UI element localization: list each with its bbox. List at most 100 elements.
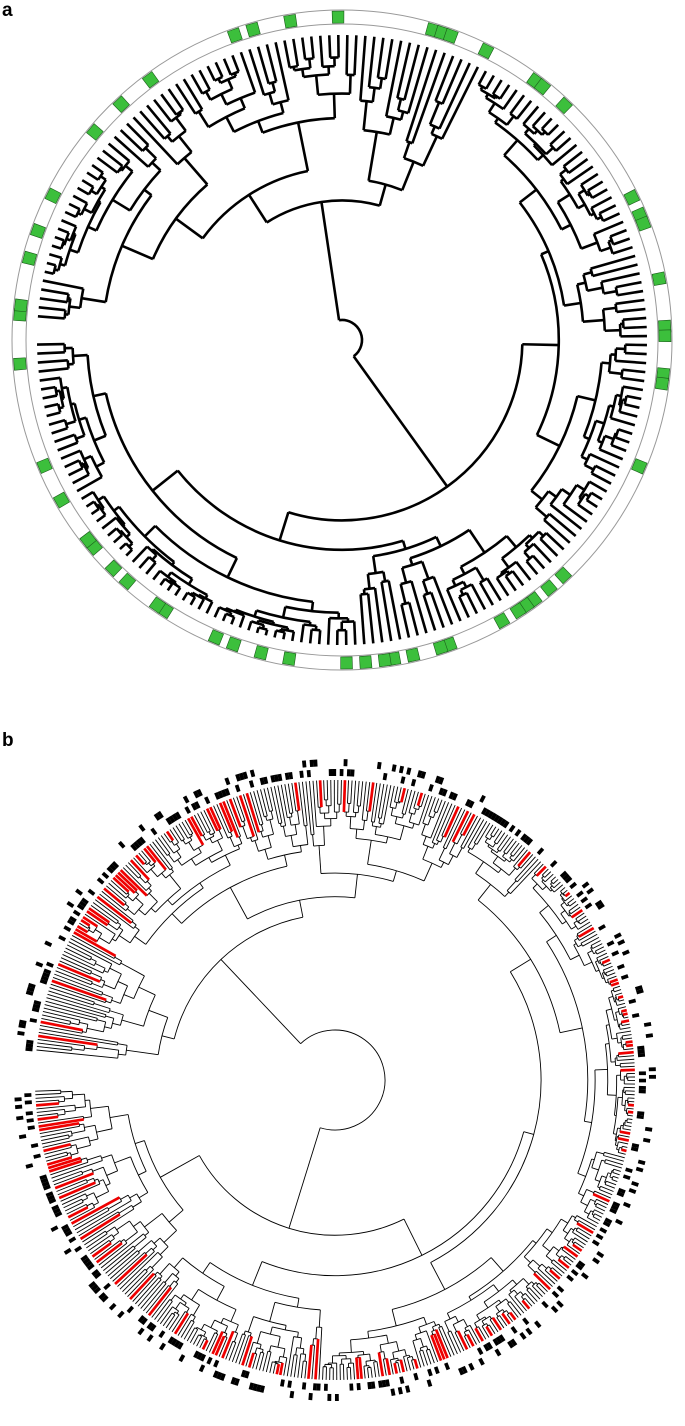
- branch-arc: [444, 1315, 456, 1322]
- branch-arc: [573, 922, 579, 930]
- leaf-marker: [520, 833, 528, 842]
- leaf-marker: [248, 1382, 255, 1391]
- leaf-marker: [90, 1283, 99, 1292]
- branch: [294, 824, 298, 835]
- branch: [170, 1294, 176, 1301]
- branch-arc: [110, 997, 114, 1004]
- leaf-branch: [125, 548, 134, 557]
- leaf-marker: [242, 771, 249, 780]
- leaf-branch: [553, 1259, 567, 1271]
- branch: [438, 1324, 441, 1328]
- leaf-marker: [207, 629, 224, 646]
- leaf-branch: [189, 596, 197, 606]
- leaf-branch: [574, 1237, 586, 1246]
- branch: [587, 950, 593, 954]
- branch: [300, 845, 302, 852]
- leaf-branch: [72, 473, 90, 485]
- leaf-branch: [37, 351, 65, 355]
- branch-arc: [287, 816, 293, 819]
- leaf-branch: [113, 135, 150, 168]
- branch-arc: [300, 1029, 386, 1131]
- branch: [138, 1170, 147, 1176]
- branch: [69, 305, 81, 310]
- branch: [106, 1226, 115, 1233]
- branch-arc: [78, 450, 90, 469]
- branch-arc: [201, 88, 211, 95]
- branch: [175, 1278, 180, 1283]
- leaf-branch: [614, 989, 622, 993]
- branch-arc: [419, 1349, 423, 1352]
- leaf-branch: [199, 1338, 205, 1348]
- leaf-branch: [236, 796, 246, 821]
- leaf-marker: [17, 1030, 25, 1036]
- leaf-marker: [658, 329, 672, 342]
- leaf-branch: [408, 790, 416, 813]
- leaf-marker: [493, 814, 501, 823]
- leaf-marker: [556, 1300, 564, 1308]
- branch-arc: [133, 975, 145, 999]
- branch-arc: [56, 403, 62, 413]
- branch-arc: [365, 1359, 376, 1362]
- leaf-branch: [141, 850, 151, 862]
- leaf-marker: [235, 773, 241, 782]
- leaf-branch: [64, 1201, 84, 1212]
- branch: [226, 78, 234, 90]
- leaf-branch: [481, 1325, 490, 1338]
- branch: [522, 1278, 530, 1285]
- branch: [247, 194, 268, 224]
- branch: [586, 1189, 595, 1194]
- leaf-branch: [567, 898, 575, 904]
- leaf-branch: [208, 1333, 219, 1353]
- leaf-branch: [55, 970, 92, 986]
- branch: [310, 601, 315, 612]
- leaf-branch: [410, 580, 428, 634]
- leaf-branch: [163, 833, 171, 843]
- leaf-marker: [159, 1342, 167, 1351]
- leaf-marker: [230, 1376, 237, 1385]
- branch: [192, 1316, 196, 1322]
- leaf-branch: [283, 1357, 288, 1376]
- branch: [531, 874, 536, 879]
- leaf-branch: [420, 793, 426, 807]
- leaf-branch: [419, 1351, 425, 1367]
- branch-arc: [274, 1360, 283, 1364]
- branch-arc: [278, 822, 283, 825]
- branch-arc: [139, 1221, 150, 1233]
- leaf-branch: [119, 869, 148, 897]
- leaf-branch: [53, 1173, 83, 1186]
- leaf-marker: [88, 1280, 97, 1289]
- leaf-branch: [60, 449, 81, 460]
- branch: [93, 1202, 99, 1206]
- leaf-branch: [228, 1342, 237, 1361]
- branch: [392, 870, 397, 882]
- leaf-marker: [616, 963, 625, 970]
- branch: [76, 1144, 91, 1150]
- tree-a-markers: [13, 10, 672, 670]
- leaf-branch: [119, 542, 127, 551]
- leaf-branch: [430, 1334, 443, 1362]
- branch: [153, 1237, 161, 1244]
- branch-arc: [502, 1310, 507, 1314]
- leaf-marker: [349, 1383, 354, 1391]
- branch: [96, 1046, 119, 1051]
- leaf-branch: [618, 1141, 629, 1145]
- leaf-branch: [610, 416, 636, 427]
- leaf-marker: [566, 1274, 574, 1282]
- leaf-branch: [82, 916, 99, 928]
- leaf-marker: [370, 1381, 376, 1389]
- leaf-branch: [533, 863, 544, 874]
- leaf-branch: [545, 532, 565, 551]
- leaf-branch: [470, 583, 487, 611]
- leaf-branch: [84, 913, 116, 935]
- branch: [256, 120, 264, 134]
- branch-arc: [580, 1189, 587, 1203]
- branch-arc: [157, 869, 167, 878]
- branch-arc: [117, 1050, 120, 1059]
- leaf-branch: [94, 899, 134, 929]
- branch: [399, 583, 407, 604]
- branch: [145, 1247, 152, 1254]
- leaf-branch: [154, 1299, 171, 1320]
- branch: [297, 1332, 299, 1338]
- branch-arc: [617, 1134, 620, 1139]
- leaf-branch: [308, 629, 313, 644]
